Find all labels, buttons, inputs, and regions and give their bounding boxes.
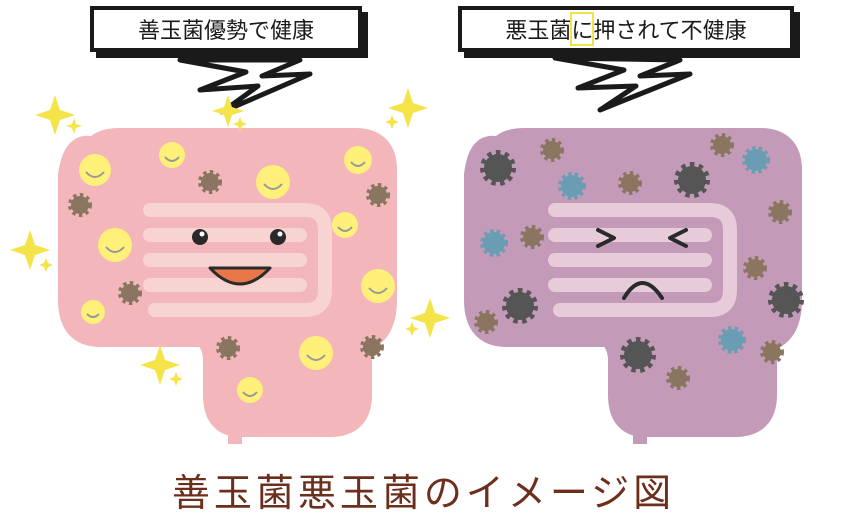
sad-mouth	[622, 281, 664, 300]
bad-bacteria-germ-icon	[768, 282, 804, 318]
bad-bacteria-germ-icon	[366, 183, 390, 207]
happy-eye-right	[270, 229, 286, 245]
bad-bacteria-germ-icon	[674, 162, 710, 198]
good-bacteria-smiley-icon	[256, 165, 290, 199]
bad-bacteria-germ-icon	[618, 171, 642, 195]
bad-bacteria-germ-icon	[710, 133, 734, 157]
sparkle-icon	[233, 117, 247, 131]
bad-bacteria-germ-icon	[540, 138, 564, 162]
sparkle-icon	[169, 372, 183, 386]
bad-label-suffix: 押されて不健康	[593, 19, 747, 44]
good-bacteria-smiley-icon	[299, 336, 333, 370]
sparkle-icon	[385, 115, 399, 129]
bad-bacteria-germ-icon	[480, 229, 508, 257]
bad-bacteria-germ-icon	[768, 200, 792, 224]
sparkle-icon	[140, 345, 180, 385]
sparkle-group	[10, 88, 450, 386]
good-bacteria-smiley-icon	[361, 269, 395, 303]
sparkle-icon	[410, 298, 450, 338]
sparkle-icon	[66, 118, 82, 134]
good-bacteria-smiley-icon	[344, 146, 372, 174]
good-bacteria-smiley-icon	[79, 154, 111, 186]
good-bacteria-group	[68, 142, 395, 403]
good-bacteria-label: 善玉菌優勢で健康	[90, 6, 362, 52]
bad-bacteria-germ-icon	[474, 310, 498, 334]
bad-bacteria-germ-icon	[520, 225, 544, 249]
figure-caption: 善玉菌悪玉菌のイメージ図	[171, 471, 676, 515]
sad-eye-left	[596, 228, 616, 248]
sparkle-icon	[212, 95, 244, 127]
bad-bacteria-germ-icon	[718, 326, 746, 354]
bad-bacteria-germ-icon	[620, 337, 656, 373]
bad-bacteria-germ-icon	[480, 150, 516, 186]
bad-label-prefix: 悪玉菌	[505, 19, 572, 44]
bad-bacteria-germ-icon	[666, 366, 690, 390]
sparkle-icon	[388, 88, 428, 128]
bad-label-highlight: に	[570, 12, 595, 46]
bad-bacteria-germ-icon	[743, 256, 767, 280]
good-bacteria-smiley-icon	[81, 300, 105, 324]
bad-bacteria-germ-icon	[502, 288, 538, 324]
good-bacteria-smiley-icon	[98, 228, 132, 262]
bad-bacteria-group	[474, 133, 804, 390]
good-bacteria-smiley-icon	[332, 212, 358, 238]
bad-bacteria-germ-icon	[558, 172, 586, 200]
bad-bacteria-germ-icon	[198, 170, 222, 194]
good-bacteria-smiley-icon	[159, 142, 185, 168]
bad-bacteria-germ-icon	[216, 336, 240, 360]
healthy-intestine	[58, 128, 397, 444]
sparkle-icon	[39, 258, 53, 272]
bad-bacteria-label: 悪玉菌に押されて不健康	[458, 6, 794, 52]
good-bacteria-smiley-icon	[237, 377, 263, 403]
bad-bacteria-germ-icon	[68, 193, 92, 217]
sparkle-icon	[35, 95, 75, 135]
bad-bacteria-germ-icon	[118, 281, 142, 305]
happy-mouth	[208, 266, 272, 286]
sad-eye-right	[668, 228, 688, 248]
happy-eye-left	[192, 229, 208, 245]
bad-bacteria-germ-icon	[360, 335, 384, 359]
bad-bacteria-germ-icon	[742, 146, 770, 174]
lightning-icon-left	[177, 57, 313, 115]
good-bacteria-label-text: 善玉菌優勢で健康	[137, 19, 314, 44]
sparkle-icon	[10, 230, 50, 270]
bad-bacteria-germ-icon	[760, 340, 784, 364]
sparkle-icon	[405, 322, 419, 336]
lightning-icon-right	[552, 55, 693, 113]
